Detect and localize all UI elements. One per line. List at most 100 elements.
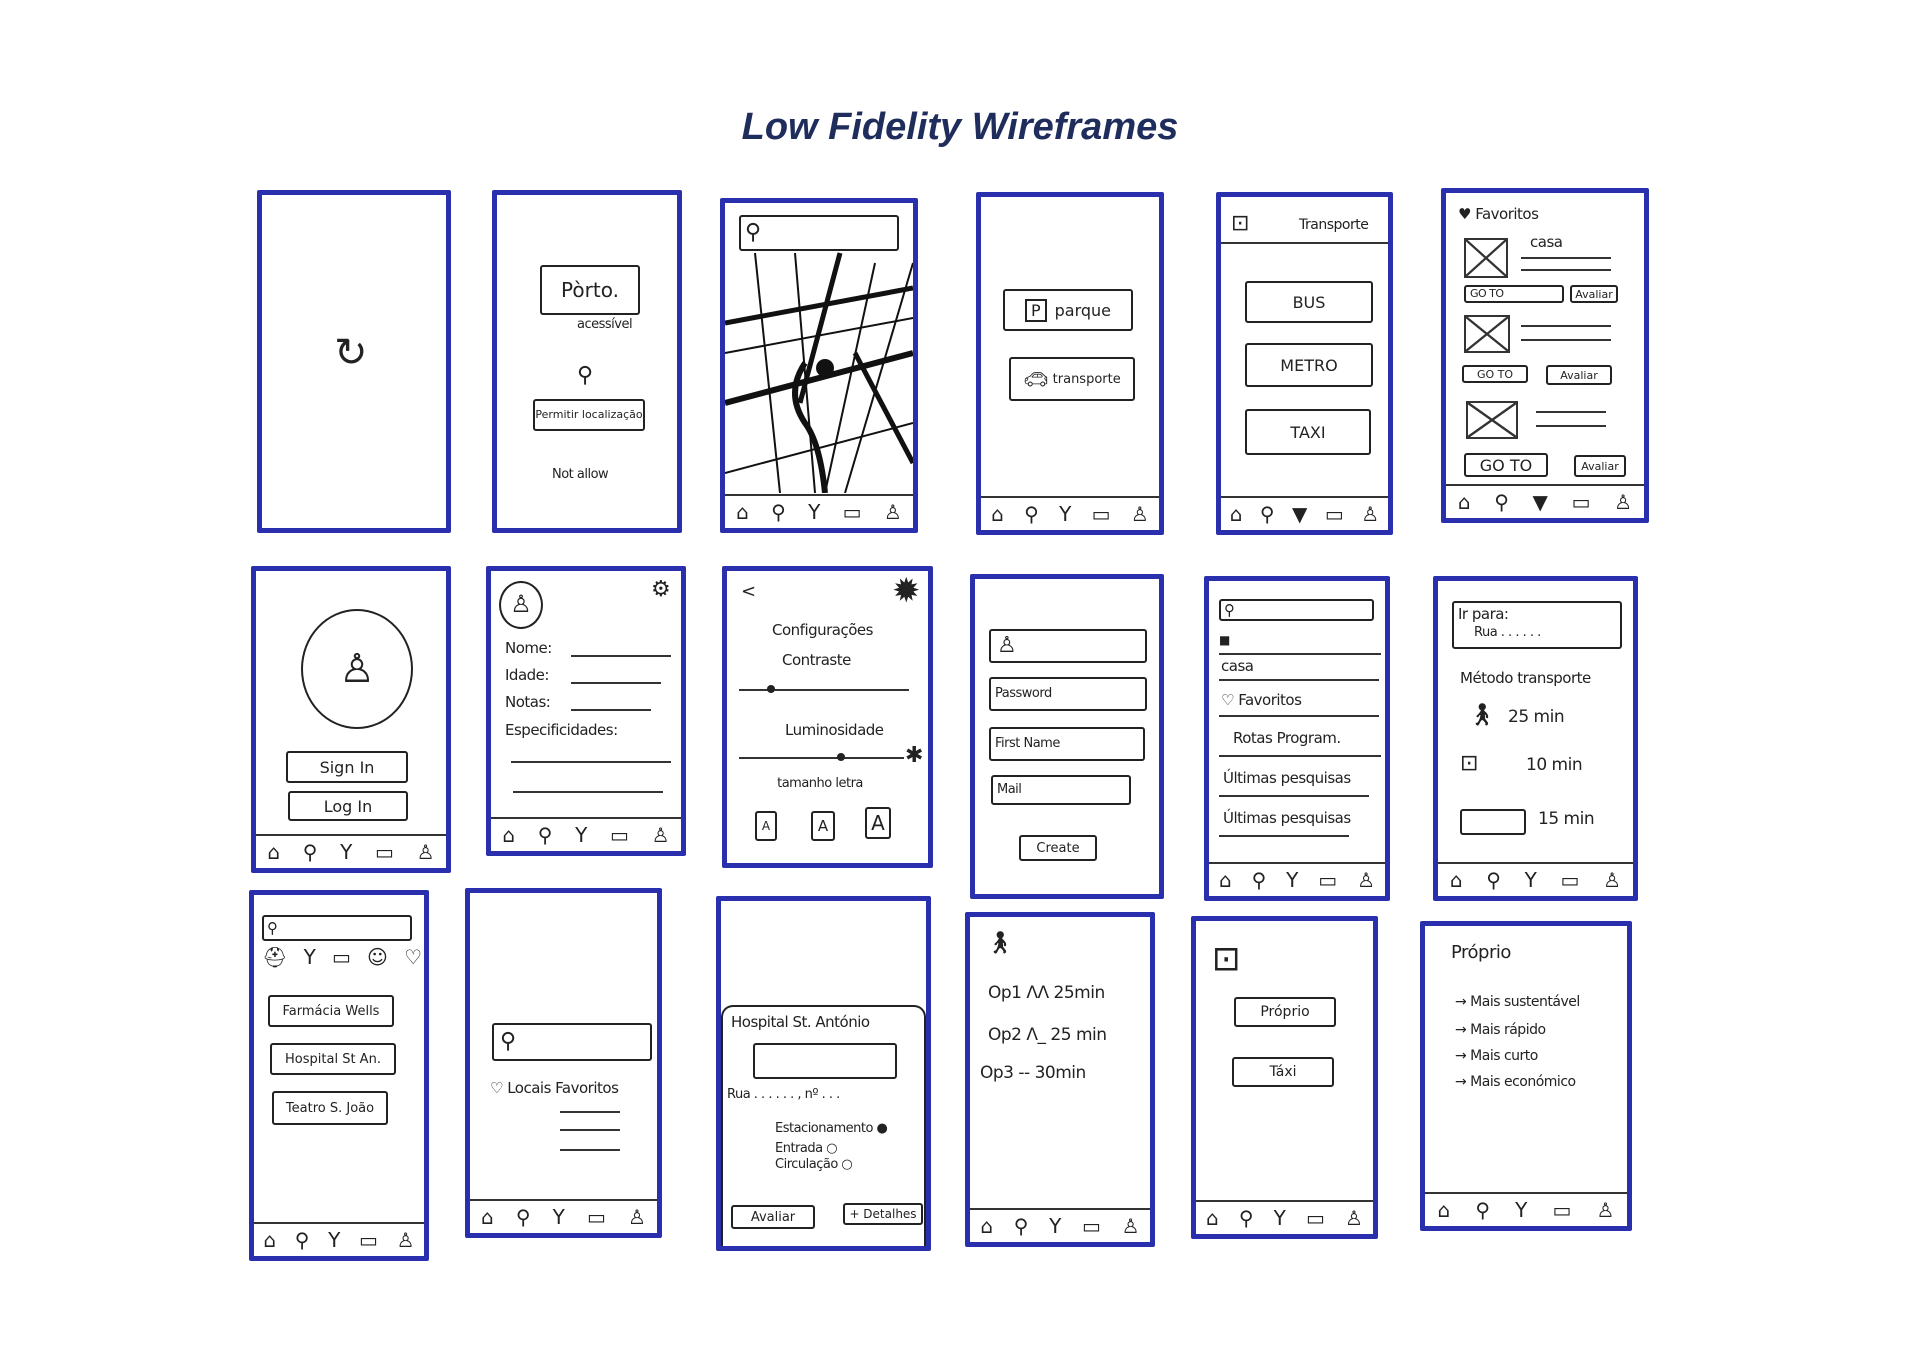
taxi-option-button[interactable]: TAXI xyxy=(1245,409,1371,455)
bus-icon[interactable]: ▭ xyxy=(586,1205,606,1229)
home-icon[interactable]: ⌂ xyxy=(980,1214,994,1238)
rate-button[interactable]: Avaliar xyxy=(731,1205,815,1229)
back-button[interactable]: < xyxy=(741,581,756,602)
home-icon[interactable]: ⌂ xyxy=(991,502,1004,526)
bus-icon[interactable]: ▭ xyxy=(1082,1214,1101,1238)
metro-option-button[interactable]: METRO xyxy=(1245,343,1373,387)
profile-icon[interactable]: ♙ xyxy=(416,840,435,864)
search-input[interactable]: ⚲ xyxy=(492,1023,652,1061)
drink-icon[interactable]: Y xyxy=(575,823,588,847)
home-icon[interactable]: ⌂ xyxy=(267,840,281,864)
home-icon[interactable]: ⌂ xyxy=(736,500,749,524)
menu-item-recent-searches[interactable]: Últimas pesquisas xyxy=(1223,769,1351,787)
drink-icon[interactable]: Y xyxy=(552,1205,565,1229)
notes-field[interactable] xyxy=(571,709,651,711)
place-result[interactable]: Hospital St An. xyxy=(270,1043,396,1075)
menu-item-home[interactable]: casa xyxy=(1221,657,1254,675)
not-allow-link[interactable]: Not allow xyxy=(552,467,609,482)
password-input[interactable]: Password xyxy=(989,677,1147,711)
drink-icon[interactable]: Y xyxy=(1515,1198,1528,1222)
mail-input[interactable]: Mail xyxy=(991,775,1131,805)
drink-icon[interactable]: Y xyxy=(1286,868,1299,892)
font-size-medium[interactable]: A xyxy=(811,811,835,841)
home-icon[interactable]: ⌂ xyxy=(1437,1198,1451,1222)
bus-icon[interactable]: ▭ xyxy=(375,840,394,864)
drink-icon[interactable]: Y xyxy=(1049,1214,1062,1238)
menu-item-scheduled-routes[interactable]: Rotas Program. xyxy=(1233,729,1341,747)
search-icon[interactable]: ⚲ xyxy=(1238,1206,1254,1230)
criterion-cheapest[interactable]: → Mais económico xyxy=(1455,1074,1576,1090)
criterion-shortest[interactable]: → Mais curto xyxy=(1455,1048,1538,1064)
goto-button[interactable]: GO TO xyxy=(1464,453,1548,477)
bus-icon[interactable]: ▭ xyxy=(1305,1206,1325,1230)
font-size-small[interactable]: A xyxy=(755,811,777,841)
profile-icon[interactable]: ♙ xyxy=(1361,502,1380,526)
specifics-line[interactable] xyxy=(513,791,663,793)
own-car-button[interactable]: Próprio xyxy=(1234,997,1336,1027)
profile-icon[interactable]: ♙ xyxy=(1121,1214,1140,1238)
profile-icon[interactable]: ♙ xyxy=(1614,490,1633,514)
menu-item-recent-searches[interactable]: Últimas pesquisas xyxy=(1223,809,1351,827)
map-search-input[interactable]: ⚲ xyxy=(739,215,899,251)
search-icon[interactable]: ⚲ xyxy=(1259,502,1275,526)
theater-icon[interactable]: ☺ xyxy=(367,945,388,969)
heart-icon[interactable]: ♡ xyxy=(404,945,422,969)
log-in-button[interactable]: Log In xyxy=(288,791,408,821)
criterion-fastest[interactable]: → Mais rápido xyxy=(1455,1022,1546,1038)
profile-icon[interactable]: ♙ xyxy=(1344,1206,1363,1230)
contrast-slider-handle[interactable] xyxy=(767,685,775,693)
search-icon[interactable]: ⚲ xyxy=(537,823,553,847)
home-icon[interactable]: ⌂ xyxy=(481,1205,494,1229)
list-item[interactable] xyxy=(560,1129,620,1131)
menu-item-favorites[interactable]: ♡ Favoritos xyxy=(1221,691,1302,709)
search-icon[interactable]: ⚲ xyxy=(1494,490,1509,514)
profile-icon[interactable]: ♙ xyxy=(1603,868,1622,892)
search-icon[interactable]: ⚲ xyxy=(1475,1198,1491,1222)
profile-icon[interactable]: ♙ xyxy=(1596,1198,1615,1222)
walk-option[interactable]: Op2 Λ_ 25 min xyxy=(988,1025,1107,1045)
bus-icon[interactable]: ▭ xyxy=(610,823,629,847)
bus-icon[interactable]: ▭ xyxy=(842,500,862,524)
sign-in-button[interactable]: Sign In xyxy=(286,751,408,783)
search-icon[interactable]: ⚲ xyxy=(1486,868,1501,892)
brightness-slider-handle[interactable] xyxy=(837,753,845,761)
profile-icon[interactable]: ♙ xyxy=(651,823,670,847)
criterion-sustainable[interactable]: → Mais sustentável xyxy=(1455,994,1580,1010)
map-view[interactable] xyxy=(725,203,913,493)
profile-icon[interactable]: ♙ xyxy=(396,1228,415,1252)
goto-button[interactable]: GO TO xyxy=(1462,365,1528,383)
rate-button[interactable]: Avaliar xyxy=(1546,365,1612,385)
drink-icon[interactable]: Y xyxy=(1524,868,1537,892)
hospital-icon[interactable]: ⛑︎ xyxy=(262,945,288,969)
drink-icon[interactable]: Y xyxy=(303,945,316,969)
search-input[interactable]: ⚲ xyxy=(262,915,412,941)
walk-option[interactable]: Op3 -- 30min xyxy=(980,1063,1086,1083)
home-icon[interactable]: ⌂ xyxy=(263,1228,277,1252)
drink-icon[interactable]: Y xyxy=(328,1228,341,1252)
destination-box[interactable]: Ir para: Rua . . . . . . xyxy=(1452,601,1622,649)
search-input[interactable]: ⚲ xyxy=(1219,599,1374,621)
profile-icon[interactable]: ♙ xyxy=(627,1205,646,1229)
drink-icon[interactable]: Y xyxy=(340,840,353,864)
home-icon[interactable]: ⌂ xyxy=(1229,502,1243,526)
drink-icon[interactable]: ▼ xyxy=(1532,490,1548,514)
bus-icon[interactable]: ▭ xyxy=(1571,490,1591,514)
bus-option-button[interactable]: BUS xyxy=(1245,281,1373,323)
bus-icon[interactable]: ▭ xyxy=(1552,1198,1572,1222)
create-button[interactable]: Create xyxy=(1019,835,1097,861)
profile-icon[interactable]: ♙ xyxy=(1357,868,1375,892)
profile-icon[interactable]: ♙ xyxy=(883,500,902,524)
bus-icon[interactable]: ▭ xyxy=(1324,502,1344,526)
home-icon[interactable]: ⌂ xyxy=(502,823,516,847)
contrast-slider[interactable] xyxy=(739,689,909,691)
drink-icon[interactable]: Y xyxy=(808,500,821,524)
name-field[interactable] xyxy=(571,655,671,657)
list-item[interactable] xyxy=(560,1149,620,1151)
goto-button[interactable]: GO TO xyxy=(1464,285,1564,303)
transport-button[interactable]: 🚗︎transporte xyxy=(1009,357,1135,401)
allow-location-button[interactable]: Permitir localização xyxy=(533,399,645,431)
taxi-button[interactable]: Táxi xyxy=(1232,1057,1334,1087)
first-name-input[interactable]: First Name xyxy=(989,727,1145,761)
drink-icon[interactable]: Y xyxy=(1059,502,1072,526)
